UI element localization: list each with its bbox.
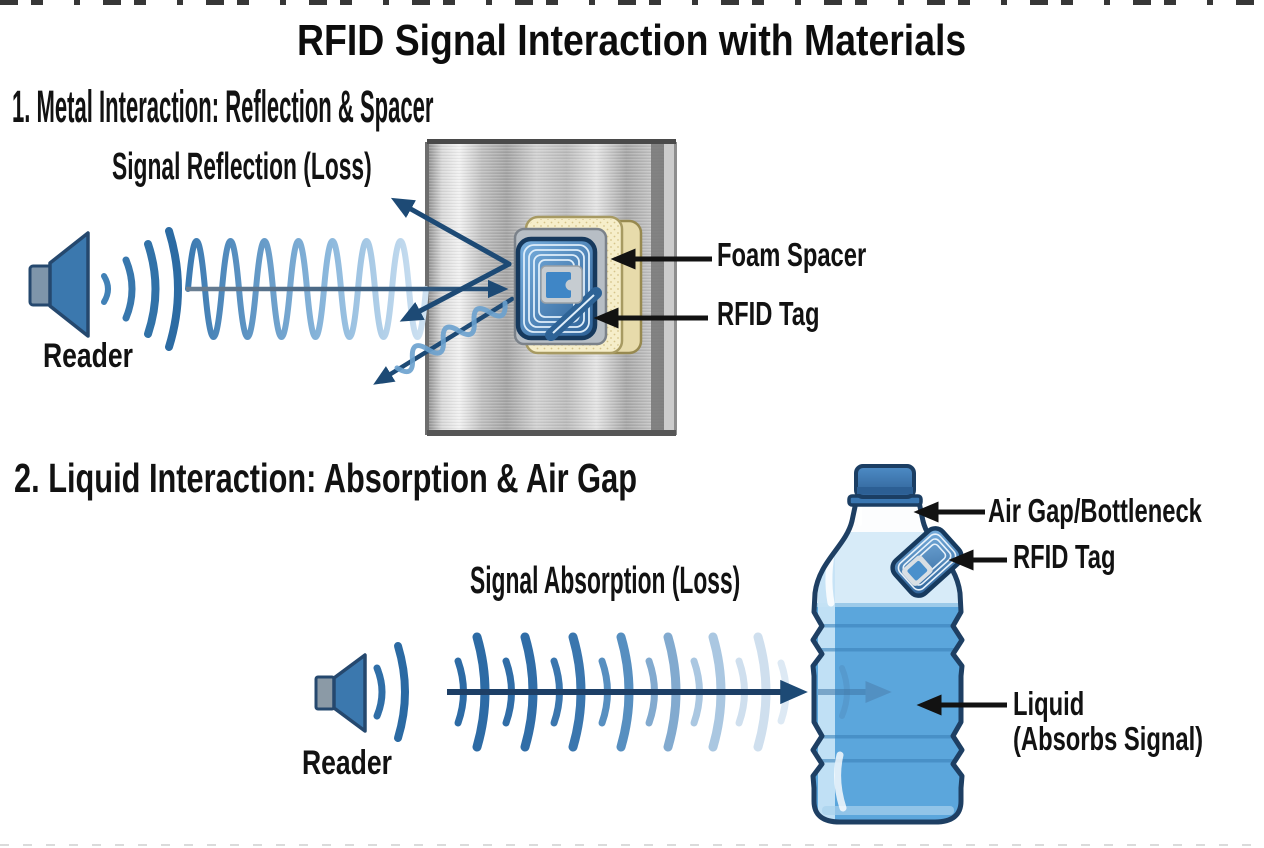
page-title-text: RFID Signal Interaction with Materials bbox=[297, 16, 967, 65]
callout-arrows-section1 bbox=[593, 248, 712, 329]
air-gap-label: Air Gap/Bottleneck bbox=[988, 492, 1202, 529]
top-edge-artifact bbox=[0, 0, 1264, 5]
reader1-sound-waves-icon bbox=[101, 227, 182, 351]
reader1-label: Reader bbox=[43, 337, 133, 375]
water-bottle-icon bbox=[810, 464, 965, 825]
liquid-label-line1: Liquid bbox=[1013, 685, 1085, 722]
signal-absorption-label: Signal Absorption (Loss) bbox=[470, 560, 741, 602]
section2-heading: 2. Liquid Interaction: Absorption & Air … bbox=[14, 455, 637, 501]
liquid-label-line2: (Absorbs Signal) bbox=[1013, 720, 1204, 757]
reader2-speaker-icon bbox=[314, 653, 367, 733]
section1-heading: 1. Metal Interaction: Reflection & Space… bbox=[12, 81, 434, 132]
foam-spacer-label: Foam Spacer bbox=[717, 236, 867, 273]
bottom-edge-artifact bbox=[0, 844, 1264, 846]
attenuated-signal-arrow bbox=[818, 665, 892, 719]
bottle-cap-icon bbox=[847, 464, 923, 507]
rfid-tag1-label: RFID Tag bbox=[717, 295, 820, 332]
reader1-speaker-icon bbox=[28, 231, 90, 338]
reflected-squiggle-wave bbox=[394, 300, 508, 375]
rfid-tag2-icon bbox=[890, 526, 964, 598]
rfid-tag1-icon bbox=[513, 227, 608, 346]
rfid-tag2-label: RFID Tag bbox=[1013, 538, 1116, 575]
callout-arrows-section2 bbox=[913, 501, 1007, 716]
page-title: RFID Signal Interaction with Materials bbox=[0, 16, 1264, 66]
reader2-label: Reader bbox=[302, 744, 392, 782]
reader2-sound-waves-icon bbox=[373, 642, 409, 742]
signal-reflection-label: Signal Reflection (Loss) bbox=[112, 146, 372, 188]
